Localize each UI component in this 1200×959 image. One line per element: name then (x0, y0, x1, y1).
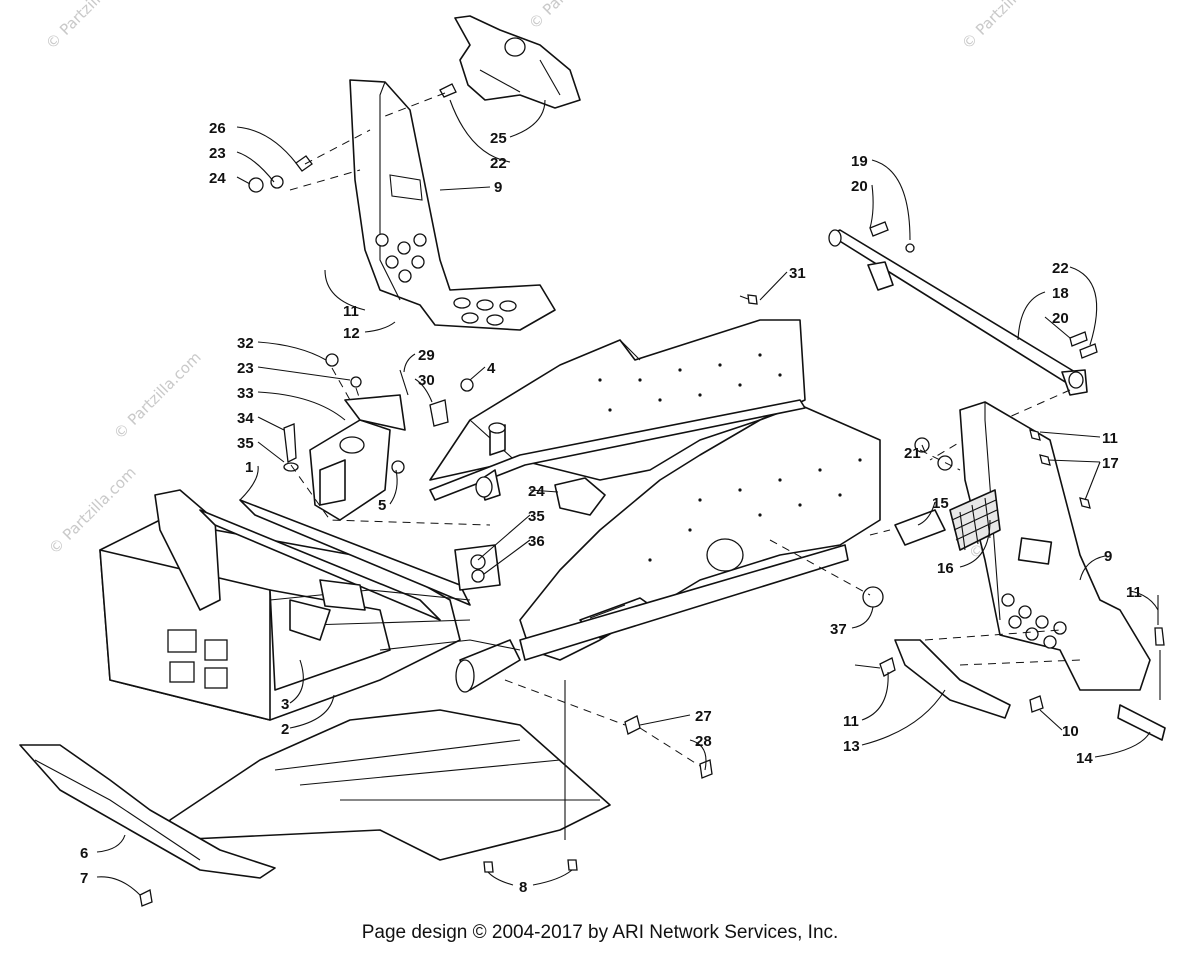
callout-28: 28 (695, 733, 712, 750)
watermark: © Partzilla.com (110, 348, 205, 443)
callout-24: 24 (528, 483, 545, 500)
callout-17: 17 (1102, 455, 1119, 472)
callout-18: 18 (1052, 285, 1069, 302)
callout-22: 22 (490, 155, 507, 172)
chassis-tunnel-part (429, 319, 881, 693)
callout-37: 37 (830, 621, 847, 638)
callout-35: 35 (237, 435, 254, 452)
callout-22: 22 (1052, 260, 1069, 277)
callout-11: 11 (1102, 430, 1118, 447)
callout-6: 6 (80, 845, 88, 862)
callout-15: 15 (932, 495, 949, 512)
callout-25: 25 (490, 130, 507, 147)
copyright-footer: Page design © 2004-2017 by ARI Network S… (361, 922, 839, 943)
callout-10: 10 (1062, 723, 1079, 740)
callout-21: 21 (904, 445, 921, 462)
callout-36: 36 (528, 533, 545, 550)
callout-20: 20 (1052, 310, 1069, 327)
callout-3: 3 (281, 696, 289, 713)
callout-1: 1 (245, 459, 253, 476)
callout-8: 8 (519, 879, 527, 896)
callout-2: 2 (281, 721, 289, 738)
tunnel-bracket-part (283, 353, 491, 526)
callout-14: 14 (1076, 750, 1093, 767)
callout-5: 5 (378, 497, 386, 514)
callout-11: 11 (343, 303, 359, 320)
rivet-part (747, 294, 758, 305)
callout-16: 16 (937, 560, 954, 577)
callout-9: 9 (494, 179, 502, 196)
plug-part (769, 539, 884, 608)
callout-30: 30 (418, 372, 435, 389)
watermark: © Partzilla.com (958, 0, 1053, 53)
callout-7: 7 (80, 870, 88, 887)
mid-hardware-part (454, 477, 606, 591)
front-frame-part (99, 489, 521, 721)
callout-29: 29 (418, 347, 435, 364)
callout-35: 35 (528, 508, 545, 525)
callout-23: 23 (237, 360, 254, 377)
callout-9: 9 (1104, 548, 1112, 565)
callout-26: 26 (209, 120, 226, 137)
callout-33: 33 (237, 385, 254, 402)
leader-lines (96, 99, 1159, 896)
callout-20: 20 (851, 178, 868, 195)
callout-34: 34 (237, 410, 254, 427)
callout-13: 13 (843, 738, 860, 755)
callout-31: 31 (789, 265, 806, 282)
right-lower-bracket-part (854, 595, 1166, 741)
callout-32: 32 (237, 335, 254, 352)
callout-23: 23 (209, 145, 226, 162)
steering-support-part (248, 15, 581, 331)
callout-19: 19 (851, 153, 868, 170)
callout-11: 11 (1126, 584, 1142, 601)
callout-24: 24 (209, 170, 226, 187)
watermark: © Partzilla.com (42, 0, 137, 53)
callout-11: 11 (843, 713, 859, 730)
callout-12: 12 (343, 325, 360, 342)
callout-27: 27 (695, 708, 712, 725)
belly-pan-part (19, 679, 713, 907)
callout-labels: 26 23 24 25 22 9 11 12 32 29 4 23 30 33 … (80, 120, 1142, 896)
callout-4: 4 (487, 360, 496, 377)
watermark: © Partzilla.com (525, 0, 620, 33)
